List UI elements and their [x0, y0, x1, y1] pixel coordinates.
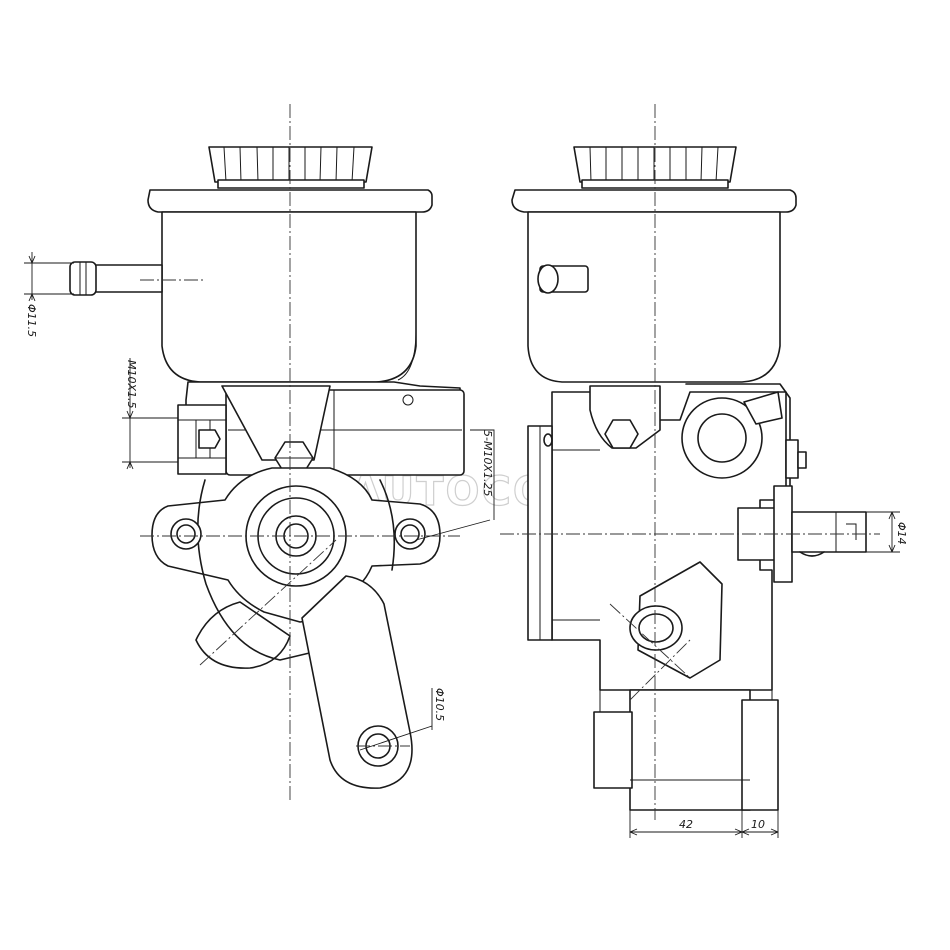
dimension-annotations: Φ11.5 M10X1.5 5-M10X1.25 Φ10.5 Φ14: [24, 252, 908, 838]
dim-inlet-diameter: Φ11.5: [24, 252, 74, 337]
dim-flange-width-label: 10: [751, 818, 765, 831]
dim-inlet-diameter-label: Φ11.5: [25, 304, 38, 337]
inlet-pipe: [69, 261, 163, 296]
pressure-fitting: [177, 404, 227, 475]
dim-shaft-diameter-label: Φ14: [895, 522, 908, 545]
dim-fitting-thread-label: M10X1.5: [125, 360, 138, 409]
dim-mount-holes: 5-M10X1.25: [470, 429, 495, 520]
dim-shaft-diameter: Φ14: [866, 511, 908, 553]
dim-pivot-hole-label: Φ10.5: [433, 688, 446, 721]
front-view: [69, 104, 491, 800]
dim-shaft-offset-label: 42: [679, 818, 693, 831]
dim-fitting-thread: M10X1.5: [122, 358, 178, 470]
reservoir-cap: [208, 146, 373, 189]
dim-mount-holes-label: 5-M10X1.25: [481, 430, 494, 496]
side-view: [500, 104, 880, 820]
dim-pivot-hole: Φ10.5: [431, 688, 446, 730]
dim-bottom: 42 10: [629, 810, 779, 838]
